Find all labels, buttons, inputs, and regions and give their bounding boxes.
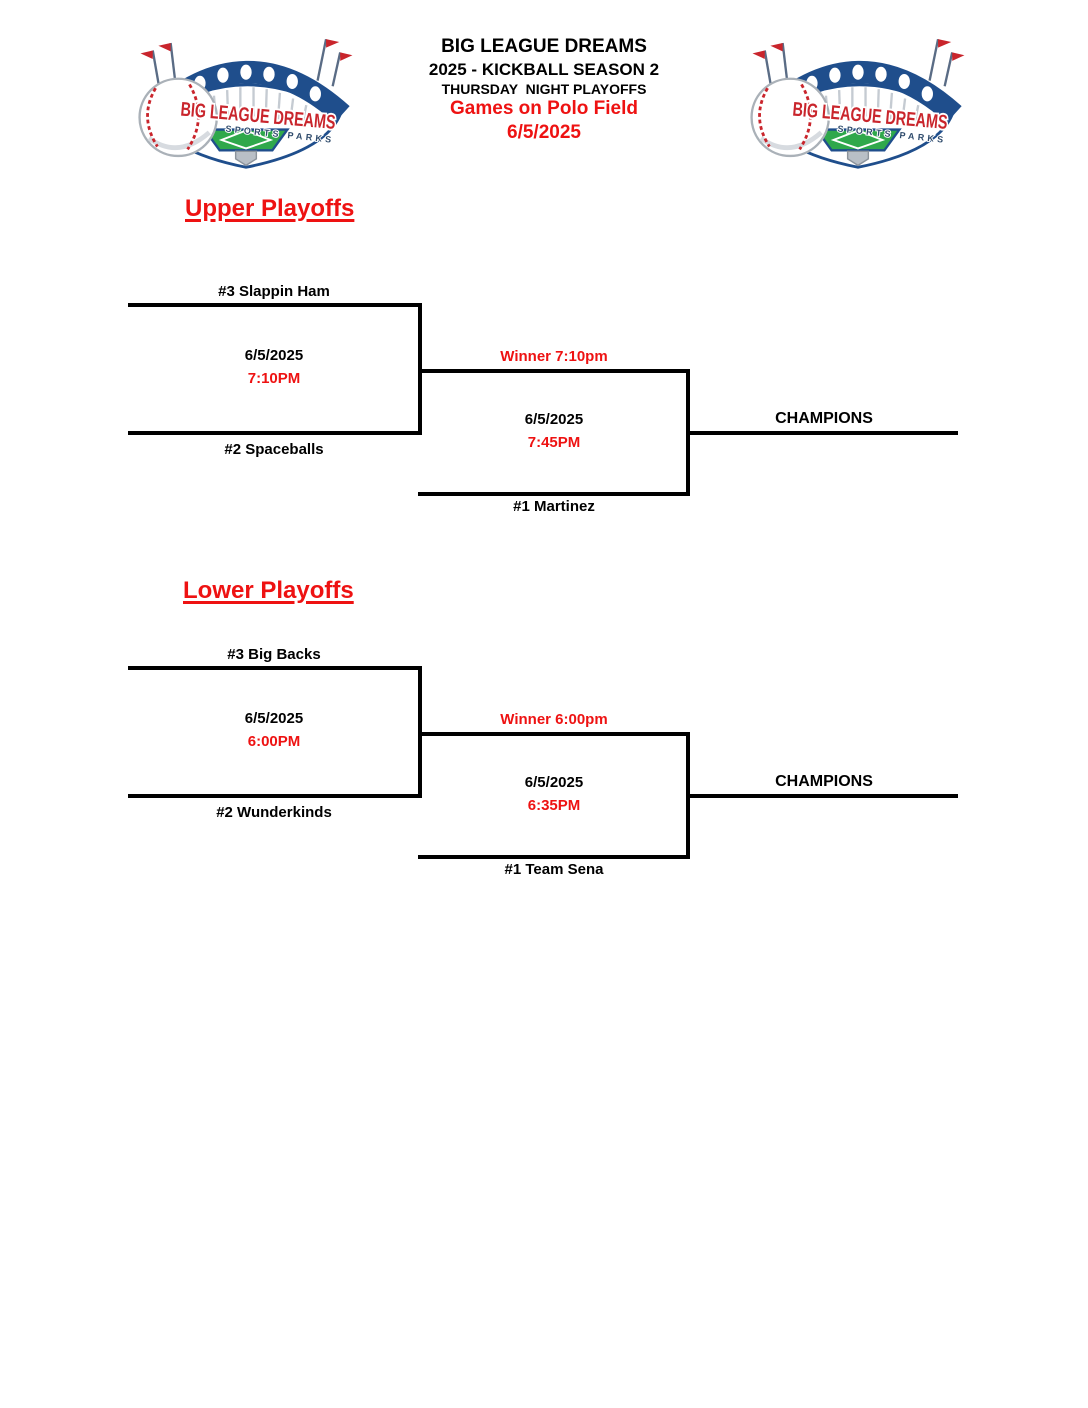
winner-label: Winner 6:00pm bbox=[500, 711, 608, 728]
bracket-line-champions bbox=[690, 431, 958, 435]
game1-date: 6/5/2025 bbox=[244, 347, 304, 364]
game2-date: 6/5/2025 bbox=[524, 411, 584, 428]
bracket-line-seed1 bbox=[418, 492, 690, 496]
game1-time: 7:10PM bbox=[247, 370, 301, 387]
game2-time: 7:45PM bbox=[527, 434, 581, 451]
game1-time: 6:00PM bbox=[247, 733, 301, 750]
baseball-icon bbox=[750, 77, 830, 158]
upper-playoffs-heading: Upper Playoffs bbox=[185, 195, 355, 222]
infield-grass-icon bbox=[202, 128, 290, 152]
baseball-icon bbox=[138, 77, 218, 158]
bracket-line-champions bbox=[690, 794, 958, 798]
document-title: BIG LEAGUE DREAMS bbox=[441, 36, 647, 57]
seed3-team-label: #3 Big Backs bbox=[227, 646, 321, 663]
champions-label: CHAMPIONS bbox=[775, 410, 873, 427]
seed2-team-label: #2 Wunderkinds bbox=[216, 804, 332, 821]
big-league-dreams-logo-graphic: BIG LEAGUE DREAMS SPORTS PARKS bbox=[138, 38, 353, 169]
big-league-dreams-logo-graphic: BIG LEAGUE DREAMS SPORTS PARKS bbox=[750, 38, 965, 169]
event-name: THURSDAY NIGHT PLAYOFFS bbox=[441, 81, 647, 97]
bracket-line-seed2 bbox=[128, 431, 422, 435]
champions-label: CHAMPIONS bbox=[775, 773, 873, 790]
bracket-line-winner bbox=[418, 732, 690, 736]
winner-label: Winner 7:10pm bbox=[500, 348, 608, 365]
big-league-dreams-logo-left: BIG LEAGUE DREAMS SPORTS PARKS bbox=[132, 26, 360, 172]
stadium-arch-windows bbox=[783, 64, 933, 104]
seed1-team-label: #1 Team Sena bbox=[504, 861, 604, 878]
home-plate-icon bbox=[234, 150, 258, 167]
seed3-team-label: #3 Slappin Ham bbox=[218, 283, 330, 300]
upper-playoffs-bracket: #3 Slappin Ham 6/5/2025 7:10PM #2 Spaceb… bbox=[0, 278, 1000, 523]
seed1-team-label: #1 Martinez bbox=[513, 498, 595, 515]
bracket-line-winner bbox=[418, 369, 690, 373]
bracket-line-seed3 bbox=[128, 303, 422, 307]
bracket-line-seed3 bbox=[128, 666, 422, 670]
stadium-flags-icon bbox=[151, 38, 342, 89]
bracket-connector-game2 bbox=[686, 732, 690, 859]
infield-grass-icon bbox=[814, 128, 902, 152]
lower-playoffs-bracket: #3 Big Backs 6/5/2025 6:00PM #2 Wunderki… bbox=[0, 641, 1000, 886]
document-header: BIG LEAGUE DREAMS 2025 - KICKBALL SEASON… bbox=[334, 36, 754, 148]
bracket-line-seed2 bbox=[128, 794, 422, 798]
infield-diamond-icon bbox=[218, 129, 274, 150]
stadium-flags-icon bbox=[763, 38, 954, 89]
bracket-connector-game2 bbox=[686, 369, 690, 496]
home-plate-icon bbox=[846, 150, 870, 167]
season-subtitle: 2025 - KICKBALL SEASON 2 bbox=[428, 60, 660, 79]
seed2-team-label: #2 Spaceballs bbox=[224, 441, 324, 458]
game2-date: 6/5/2025 bbox=[524, 774, 584, 791]
event-date: 6/5/2025 bbox=[507, 122, 581, 143]
venue-note: Games on Polo Field bbox=[450, 98, 638, 119]
lower-playoffs-heading: Lower Playoffs bbox=[183, 577, 354, 604]
game2-time: 6:35PM bbox=[527, 797, 581, 814]
big-league-dreams-logo-right: BIG LEAGUE DREAMS SPORTS PARKS bbox=[744, 26, 972, 172]
infield-diamond-icon bbox=[830, 129, 886, 150]
game1-date: 6/5/2025 bbox=[244, 710, 304, 727]
bracket-line-seed1 bbox=[418, 855, 690, 859]
